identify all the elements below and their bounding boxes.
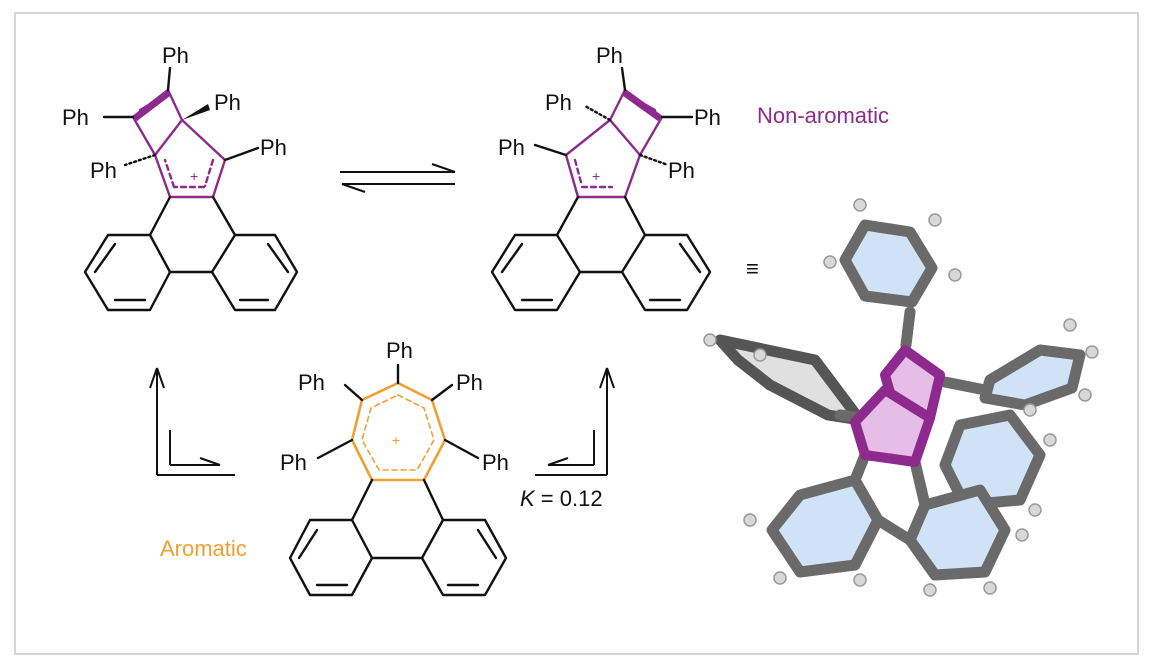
- bottom-ph-top: Ph: [386, 338, 413, 363]
- left-rearrangement-arrow: [149, 367, 235, 476]
- model-core: [850, 345, 945, 467]
- bottom-substituent-bonds: [316, 363, 480, 460]
- right-ph-right: Ph: [694, 105, 721, 130]
- equivalence-symbol: ≡: [746, 256, 759, 281]
- bottom-phenanthrene: [288, 478, 508, 597]
- left-hash-bond: [123, 153, 157, 167]
- model-phenyl-right: [939, 344, 1086, 411]
- equilibrium-arrows: [340, 163, 456, 193]
- bottom-ph-upper-right: Ph: [456, 370, 483, 395]
- model-phenyl-left: [714, 334, 881, 426]
- right-substituent-bonds: [533, 66, 694, 157]
- left-cation-plus: +: [190, 168, 198, 184]
- right-ph-left: Ph: [498, 135, 525, 160]
- equilibrium-constant: K = 0.12: [520, 486, 603, 511]
- non-aromatic-label: Non-aromatic: [757, 103, 889, 128]
- model-phenanthrene: [766, 449, 1011, 581]
- left-cyclopentenyl: [153, 118, 227, 199]
- left-ph-lower-left: Ph: [90, 158, 117, 183]
- bottom-ph-lower-left: Ph: [280, 450, 307, 475]
- model-phenyl-lower-right: [939, 409, 1046, 511]
- right-cyclopentenyl: [564, 118, 642, 199]
- bottom-structure: + Ph Ph Ph Ph Ph: [280, 338, 509, 597]
- tropylium-plus: +: [392, 432, 400, 448]
- left-wedge-ph: [182, 104, 210, 120]
- left-ph-upper-right: Ph: [214, 90, 241, 115]
- k-value: = 0.12: [535, 486, 603, 511]
- model-hydrogens: [703, 198, 1099, 597]
- right-hash-bond-2: [638, 153, 670, 167]
- bottom-ph-lower-right: Ph: [482, 450, 509, 475]
- right-ph-upper-left: Ph: [545, 90, 572, 115]
- right-ph-top: Ph: [596, 43, 623, 68]
- right-cation-plus: +: [592, 168, 600, 184]
- right-hash-bond-1: [583, 104, 612, 122]
- left-phenanthrene: [83, 195, 299, 312]
- tropylium-inner: [361, 394, 435, 471]
- right-structure: + Ph Ph Ph Ph Ph: [490, 43, 721, 312]
- left-ph-right: Ph: [260, 135, 287, 160]
- model-phenyl-top: [839, 219, 938, 351]
- right-ph-lower-right: Ph: [668, 158, 695, 183]
- right-rearrangement-arrow: [535, 367, 615, 476]
- left-ph-top: Ph: [162, 43, 189, 68]
- left-wedge-ring: [133, 90, 170, 121]
- right-phenanthrene: [490, 195, 712, 312]
- bottom-ph-upper-left: Ph: [298, 370, 325, 395]
- right-wedge-ring: [623, 90, 662, 121]
- crystal-structure-model: [703, 198, 1099, 597]
- left-substituent-bonds: [102, 66, 260, 162]
- tropylium-ring: [350, 381, 447, 482]
- k-symbol: K: [520, 486, 536, 511]
- left-ph-left: Ph: [62, 105, 89, 130]
- left-structure: + Ph Ph Ph Ph Ph: [62, 43, 299, 312]
- aromatic-label: Aromatic: [160, 536, 247, 561]
